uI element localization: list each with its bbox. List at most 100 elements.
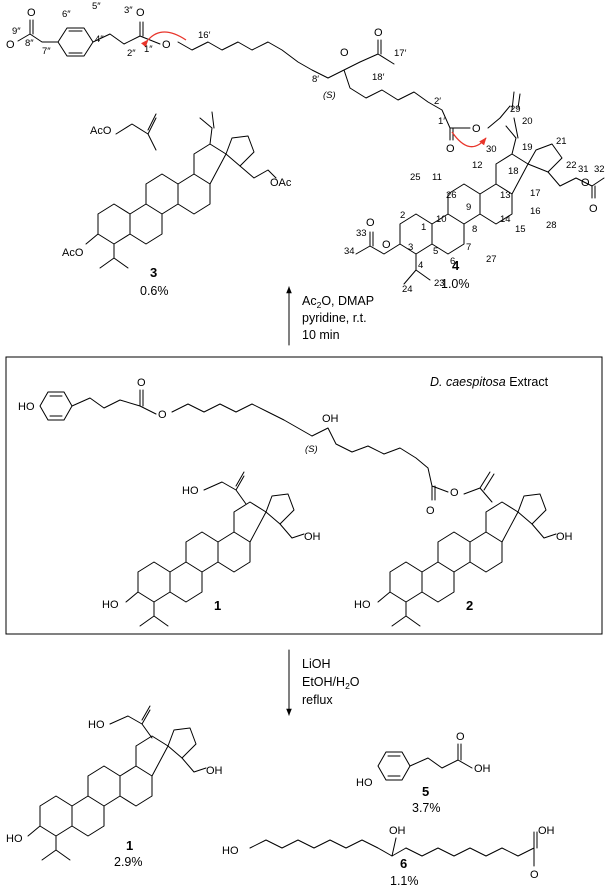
locant-1: 1 bbox=[421, 222, 426, 233]
c6-oh-acid: OH bbox=[538, 825, 555, 837]
compound-1-structure bbox=[27, 705, 207, 861]
compound-1-label: 1 bbox=[126, 838, 133, 853]
atom-o-ester-carbonyl: O bbox=[136, 7, 145, 19]
locant-17p: 17′ bbox=[394, 48, 407, 59]
locant-32: 32 bbox=[594, 164, 605, 175]
atom-o-acetyl: O bbox=[27, 7, 36, 19]
locant-18: 18 bbox=[508, 166, 519, 177]
locant-17: 17 bbox=[530, 188, 541, 199]
locant-4pp: 4″ bbox=[95, 34, 104, 45]
stereo-s-extract: (S) bbox=[305, 444, 318, 455]
extract-c1-ho-top: HO bbox=[182, 485, 199, 497]
locant-28: 28 bbox=[546, 220, 557, 231]
locant-30: 30 bbox=[486, 144, 497, 155]
extract-oh: OH bbox=[322, 413, 339, 425]
locant-29: 29 bbox=[510, 104, 521, 115]
stereo-s-top: (S) bbox=[323, 90, 336, 101]
c6-ho: HO bbox=[222, 845, 239, 857]
step2-reagent-1: LiOH bbox=[302, 657, 330, 671]
locant-5: 5 bbox=[433, 246, 438, 257]
locant-2p: 2′ bbox=[434, 96, 441, 107]
compound-3-oac-right: OAc bbox=[270, 177, 292, 189]
compound-3-aco-bottom: AcO bbox=[62, 247, 84, 259]
locant-16: 16 bbox=[530, 206, 541, 217]
locant-2pp: 2″ bbox=[127, 48, 136, 59]
locant-12: 12 bbox=[472, 160, 483, 171]
c5-o: O bbox=[456, 731, 465, 743]
locant-11: 11 bbox=[432, 172, 442, 183]
c6-o: O bbox=[530, 869, 539, 881]
c6-oh-mid: OH bbox=[389, 825, 406, 837]
locant-27: 27 bbox=[486, 254, 497, 265]
atom-o-1p: O bbox=[446, 143, 455, 155]
extract-box bbox=[5, 356, 603, 635]
locant-26: 26 bbox=[446, 190, 457, 201]
atom-o-3: O bbox=[382, 239, 391, 251]
locant-14: 14 bbox=[500, 214, 511, 225]
locant-5pp: 5″ bbox=[92, 1, 101, 12]
c1-oh: OH bbox=[206, 765, 223, 777]
extract-compound-1-label: 1 bbox=[214, 598, 221, 613]
step2-reagent-3: reflux bbox=[302, 693, 333, 707]
extract-c1-oh: OH bbox=[304, 531, 321, 543]
locant-8: 8 bbox=[472, 224, 477, 235]
compound-3-structure bbox=[85, 111, 277, 269]
extract-compound-2-label: 2 bbox=[466, 598, 473, 613]
step2-reagent-2: EtOH/H2O bbox=[302, 675, 360, 691]
atom-o-33: O bbox=[366, 217, 375, 229]
compound-3-oac-top: AcO bbox=[90, 125, 112, 137]
locant-31: 31 bbox=[578, 164, 589, 175]
locant-23: 23 bbox=[434, 278, 445, 289]
c1-ho-top: HO bbox=[88, 719, 105, 731]
step1-reagent-3: 10 min bbox=[302, 328, 340, 342]
locant-13: 13 bbox=[500, 190, 511, 201]
locant-3: 3 bbox=[408, 242, 413, 253]
compound-6-structure bbox=[249, 831, 538, 867]
locant-9: 9 bbox=[466, 202, 471, 213]
locant-2: 2 bbox=[400, 210, 405, 221]
c5-oh: OH bbox=[474, 763, 491, 775]
locant-15: 15 bbox=[515, 224, 526, 235]
atom-o-8p: O bbox=[340, 47, 349, 59]
extract-compound-1-structure bbox=[125, 471, 305, 627]
atom-o-aryl: O bbox=[6, 39, 15, 51]
locant-16p: 16′ bbox=[198, 30, 211, 41]
locant-9pp: 9″ bbox=[12, 26, 21, 37]
step1-reagent-1: Ac2O, DMAP bbox=[302, 294, 374, 310]
extract-o-ester-2: O bbox=[450, 487, 459, 499]
compound-5-label: 5 bbox=[422, 784, 429, 799]
locant-1pp: 1″ bbox=[144, 44, 153, 55]
locant-4: 4 bbox=[418, 260, 423, 271]
extract-title: D. caespitosa Extract bbox=[430, 375, 549, 389]
locant-3pp: 3″ bbox=[124, 5, 133, 16]
locant-18p: 18′ bbox=[372, 72, 385, 83]
extract-ho: HO bbox=[18, 401, 35, 413]
locant-33: 33 bbox=[356, 228, 367, 239]
extract-compound-2-structure bbox=[377, 493, 557, 627]
compound-6-yield: 1.1% bbox=[390, 874, 419, 888]
extract-c2-ho: HO bbox=[354, 599, 371, 611]
step1-reagent-2: pyridine, r.t. bbox=[302, 311, 367, 325]
extract-ester-structure bbox=[39, 389, 495, 503]
atom-o-28: O bbox=[581, 177, 590, 189]
locant-22: 22 bbox=[566, 160, 577, 171]
compound-4-label: 4 bbox=[452, 258, 460, 273]
locant-19: 19 bbox=[522, 142, 533, 153]
locant-8pp: 8″ bbox=[25, 38, 34, 49]
locant-8p: 8′ bbox=[312, 74, 319, 85]
locant-21: 21 bbox=[556, 136, 567, 147]
locant-24: 24 bbox=[402, 284, 413, 295]
locant-7: 7 bbox=[466, 242, 471, 253]
locant-7pp: 7″ bbox=[42, 46, 51, 57]
locant-6pp: 6″ bbox=[62, 9, 71, 20]
extract-o-carbonyl: O bbox=[137, 377, 146, 389]
compound-3-yield: 0.6% bbox=[140, 284, 169, 298]
atom-o-31: O bbox=[589, 203, 598, 215]
extract-o-carbonyl-2: O bbox=[426, 505, 435, 517]
locant-6: 6 bbox=[450, 256, 455, 267]
compound-4-structure bbox=[17, 19, 605, 285]
extract-c1-ho: HO bbox=[102, 599, 119, 611]
compound-4-yield: 1.0% bbox=[441, 277, 470, 291]
hmbc-arrow-right bbox=[451, 131, 487, 148]
